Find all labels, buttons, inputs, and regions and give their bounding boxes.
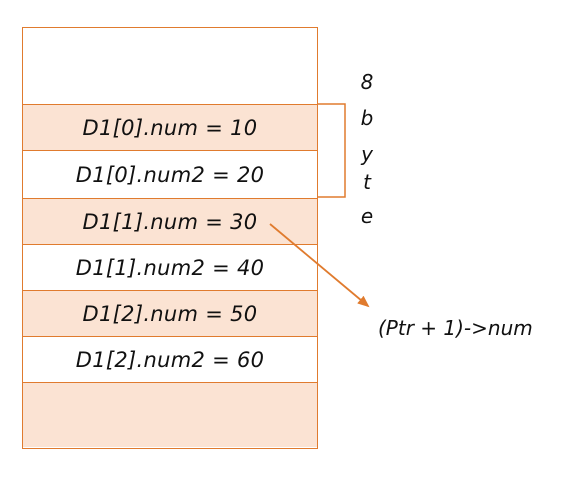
byte-size-char-3: y xyxy=(361,142,373,166)
memory-cell-d1-0-num: D1[0].num = 10 xyxy=(23,105,317,151)
pointer-arrow xyxy=(269,223,370,308)
memory-cell-d1-0-num2: D1[0].num2 = 20 xyxy=(23,151,317,199)
memory-block: D1[0].num = 10 D1[0].num2 = 20 D1[1].num… xyxy=(22,27,318,449)
memory-cell-d1-2-num2: D1[2].num2 = 60 xyxy=(23,337,317,383)
memory-cell-top-empty xyxy=(23,28,317,105)
byte-size-char-5: e xyxy=(360,204,374,228)
memory-cell-bottom-empty xyxy=(23,383,317,447)
byte-span-bracket xyxy=(318,103,346,198)
memory-cell-d1-1-num2: D1[1].num2 = 40 xyxy=(23,245,317,291)
pointer-expression-label: (Ptr + 1)->num xyxy=(378,316,533,340)
byte-size-char-2: b xyxy=(360,106,374,130)
byte-size-char-4: t xyxy=(363,170,371,194)
memory-cell-d1-2-num: D1[2].num = 50 xyxy=(23,291,317,337)
byte-size-char-1: 8 xyxy=(360,70,374,94)
memory-cell-d1-1-num: D1[1].num = 30 xyxy=(23,199,317,245)
